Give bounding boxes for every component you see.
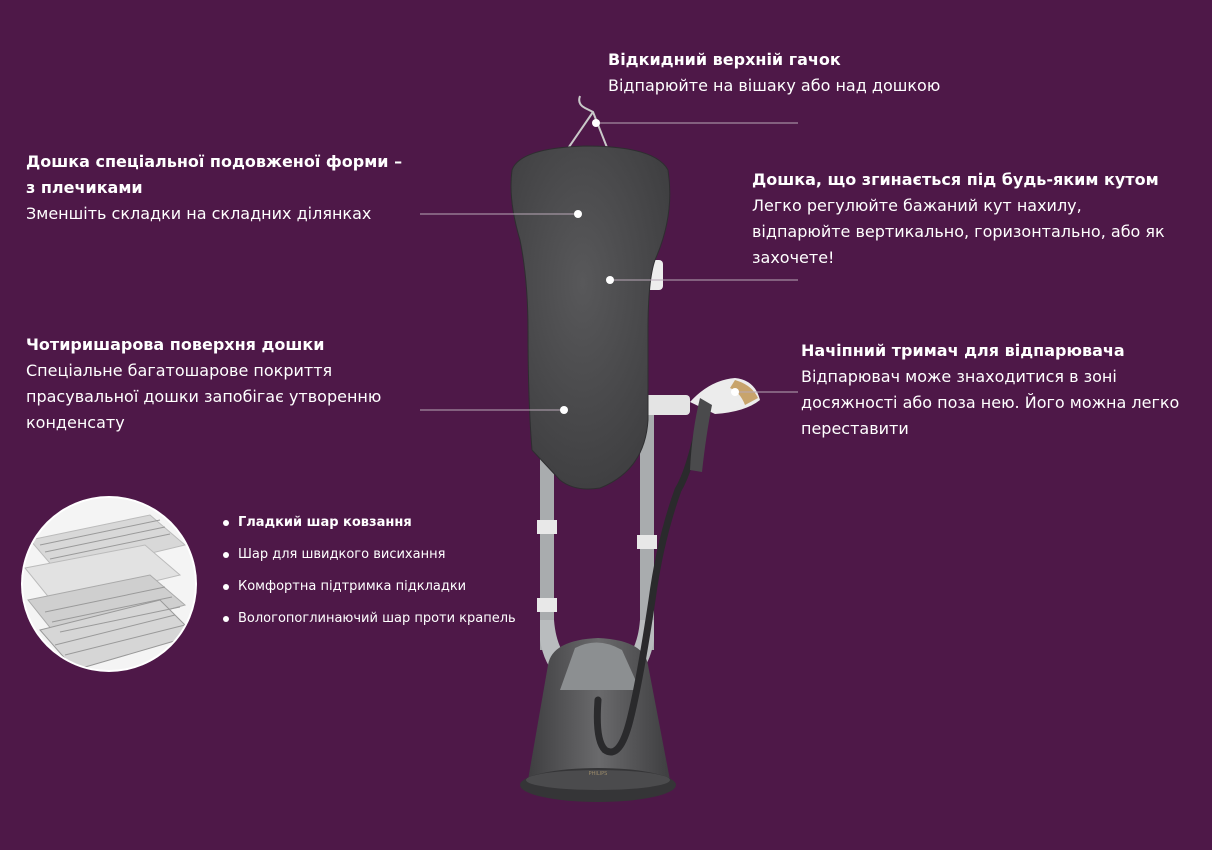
callout-board-surface: Чотиришарова поверхня дошки Спеціальне б… — [26, 332, 386, 436]
brand-logo: PHILIPS — [589, 771, 608, 777]
callout-steamer-holder: Начіпний тримач для відпарювача Відпарюв… — [801, 338, 1181, 442]
list-item: Шар для швидкого висихання — [220, 544, 516, 576]
callout-description: Відпарюйте на вішаку або над дошкою — [608, 76, 941, 95]
connector-dots — [560, 119, 739, 414]
layer-list: Гладкий шар ковзання Шар для швидкого ви… — [220, 512, 516, 640]
list-item: Гладкий шар ковзання — [220, 512, 516, 544]
ironing-board — [510, 145, 671, 490]
board-layers-illustration — [21, 496, 197, 672]
callout-description: Легко регулюйте бажаний кут нахилу, відп… — [752, 196, 1165, 267]
callout-board-shape: Дошка спеціальної подовженої форми – з п… — [26, 149, 406, 227]
list-item: Комфортна підтримка підкладки — [220, 576, 516, 608]
steamer-hose — [593, 416, 704, 756]
callout-top-hook: Відкидний верхній гачок Відпарюйте на ві… — [608, 47, 1028, 99]
callout-title: Дошка спеціальної подовженої форми – з п… — [26, 152, 403, 197]
connector-lines — [420, 122, 798, 411]
callout-description: Зменшіть складки на складних ділянках — [26, 204, 372, 223]
callout-title: Чотиришарова поверхня дошки — [26, 335, 325, 354]
callout-title: Начіпний тримач для відпарювача — [801, 341, 1125, 360]
callout-board-angle: Дошка, що згинається під будь-яким кутом… — [752, 167, 1172, 271]
callout-description: Спеціальне багатошарове покриття прасува… — [26, 361, 382, 432]
callout-title: Відкидний верхній гачок — [608, 50, 841, 69]
callout-description: Відпарювач може знаходитися в зоні досяж… — [801, 367, 1180, 438]
list-item: Вологопоглинаючий шар проти крапель — [220, 608, 516, 640]
callout-title: Дошка, що згинається під будь-яким кутом — [752, 170, 1159, 189]
